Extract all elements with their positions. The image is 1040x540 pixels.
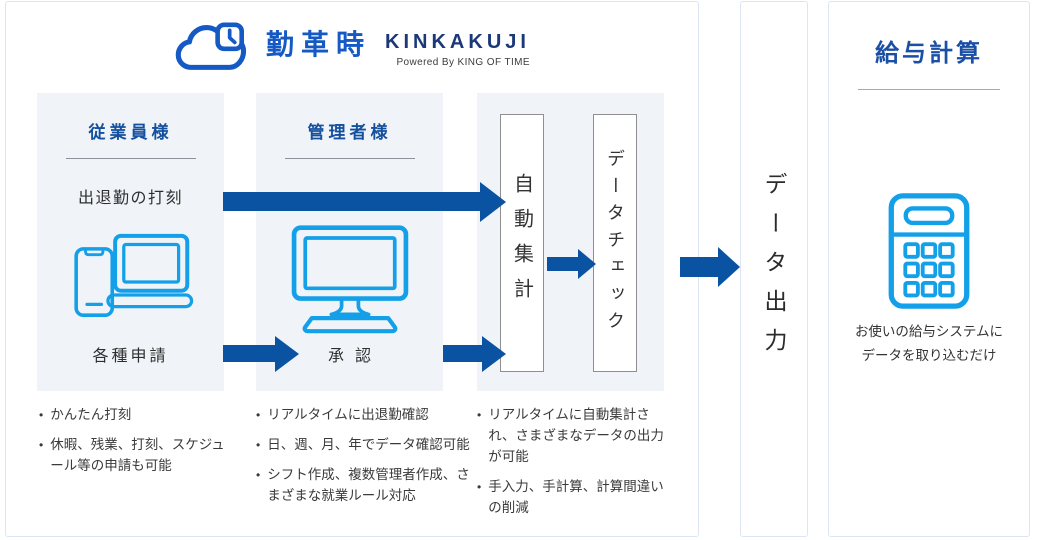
employee-heading: 従業員様 xyxy=(88,123,173,142)
devices-icon xyxy=(51,233,211,321)
bullet-item: 日、週、月、年でデータ確認可能 xyxy=(256,435,470,456)
smartphone-icon xyxy=(73,247,114,318)
flow-arrow-to-data-output xyxy=(680,247,740,287)
flow-arrow-punch-to-aggregation xyxy=(223,182,506,222)
manager-heading: 管理者様 xyxy=(307,123,392,142)
bullet-item: シフト作成、複数管理者作成、さまざまな就業ルール対応 xyxy=(256,465,470,507)
auto-aggregation-label: 自動集計 xyxy=(510,173,533,313)
bullet-item: リアルタイムに自動集計され、さまざまなデータの出力が可能 xyxy=(477,405,673,468)
brand-jp-text: 勤革時 xyxy=(266,29,372,60)
bullet-item: 手入力、手計算、計算間違いの削減 xyxy=(477,477,673,519)
payroll-description: お使いの給与システムに データを取り込むだけ xyxy=(829,320,1029,369)
approve-step-label: 承認 xyxy=(327,348,382,365)
employee-bullets: かんたん打刻 休暇、残業、打刻、スケジュール等の申請も可能 xyxy=(39,405,231,486)
brand-en-text: KINKAKUJI xyxy=(385,31,530,53)
request-step-label: 各種申請 xyxy=(92,348,169,365)
payroll-description-line: お使いの給与システムに xyxy=(854,324,1004,339)
data-check-label: データチェック xyxy=(605,148,625,338)
punch-step-label: 出退勤の打刻 xyxy=(77,190,183,207)
flow-arrow-approve-to-aggregation xyxy=(443,336,506,372)
monitor-icon xyxy=(288,224,412,334)
payroll-panel: 給与計算 お使いの給与システムに データを取り込むだけ xyxy=(828,1,1030,537)
aggregation-bullets: リアルタイムに自動集計され、さまざまなデータの出力が可能 手入力、手計算、計算間… xyxy=(477,405,673,528)
payroll-description-line: データを取り込むだけ xyxy=(861,348,997,364)
flow-arrow-request-to-approve xyxy=(223,336,299,372)
brand-logo: 勤革時 KINKAKUJI Powered By KING OF TIME xyxy=(6,22,698,72)
bullet-item: かんたん打刻 xyxy=(39,405,231,426)
payroll-divider xyxy=(858,89,1000,90)
bullet-item: 休暇、残業、打刻、スケジュール等の申請も可能 xyxy=(39,435,231,477)
bullet-item: リアルタイムに出退勤確認 xyxy=(256,405,470,426)
main-panel: 勤革時 KINKAKUJI Powered By KING OF TIME 従業… xyxy=(5,1,699,537)
payroll-heading: 給与計算 xyxy=(875,40,983,67)
laptop-icon xyxy=(105,233,193,309)
calculator-icon xyxy=(887,192,971,310)
flow-arrow-aggregation-to-check xyxy=(547,249,596,279)
powered-by-text: Powered By KING OF TIME xyxy=(396,57,530,68)
data-check-box: データチェック xyxy=(593,114,637,372)
column-divider xyxy=(65,158,196,159)
cloud-clock-icon xyxy=(175,22,247,70)
employee-column: 従業員様 出退勤の打刻 各種申請 xyxy=(37,93,224,391)
column-divider xyxy=(284,158,415,159)
auto-aggregation-box: 自動集計 xyxy=(500,114,544,372)
data-output-panel: データ出力 xyxy=(740,1,808,537)
manager-bullets: リアルタイムに出退勤確認 日、週、月、年でデータ確認可能 シフト作成、複数管理者… xyxy=(256,405,470,516)
data-output-label: データ出力 xyxy=(761,171,787,367)
